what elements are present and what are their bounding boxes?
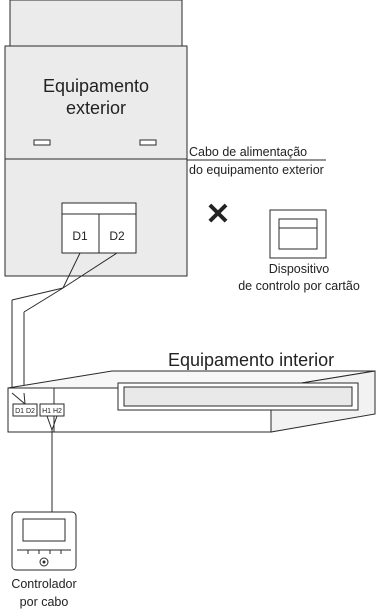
card-control-device: Dispositivo de controlo por cartão	[238, 209, 360, 293]
indoor-unit-label: Equipamento interior	[168, 350, 334, 370]
outdoor-unit-label-line1: Equipamento	[43, 76, 149, 96]
controller-label-line1: Controlador	[11, 577, 76, 591]
indoor-unit: Equipamento interior D1 D2 H1 H2	[7, 350, 376, 433]
outdoor-vent-left	[33, 139, 51, 146]
terminal-d2-label: D2	[109, 229, 125, 243]
outdoor-unit: Equipamento exterior D1 D2	[4, 0, 188, 277]
indoor-terminal-h1h2-label: H1 H2	[42, 408, 62, 415]
wire-to-indoor-right	[23, 287, 64, 313]
controller-wire-v-right	[51, 415, 58, 431]
indoor-terminal-d1d2-label: D1 D2	[15, 408, 35, 415]
wire-into-d1d2-right	[23, 392, 26, 405]
power-cable: Cabo de alimentação do equipamento exter…	[187, 145, 326, 177]
wire-into-d1d2-left	[11, 392, 26, 405]
controller-power-button-dot	[42, 560, 46, 564]
card-device-slot	[278, 218, 318, 250]
outdoor-unit-top-cap	[9, 0, 183, 47]
wire-d2-down	[62, 252, 118, 289]
wired-controller: Controlador por cabo	[11, 511, 77, 609]
communication-wires	[11, 252, 118, 393]
outdoor-unit-label-line2: exterior	[66, 98, 126, 118]
card-device-label-line1: Dispositivo	[269, 262, 329, 276]
outdoor-vent-right	[139, 139, 157, 146]
controller-label-line2: por cabo	[20, 595, 69, 609]
indoor-terminal-h1h2	[39, 403, 65, 417]
controller-wire	[46, 415, 58, 512]
card-device-label-line2: de controlo por cartão	[238, 279, 360, 293]
controller-screen	[22, 518, 66, 542]
controller-wire-v-left	[46, 415, 53, 431]
wire-to-indoor-left	[11, 287, 64, 301]
power-cable-label-line1: Cabo de alimentação	[189, 145, 307, 159]
not-allowed-mark: ✕	[205, 198, 230, 231]
air-outlet-grille	[123, 386, 353, 407]
terminal-d1-label: D1	[72, 229, 88, 243]
wire-d1-down	[62, 252, 81, 289]
power-cable-label-line2: do equipamento exterior	[189, 163, 324, 177]
